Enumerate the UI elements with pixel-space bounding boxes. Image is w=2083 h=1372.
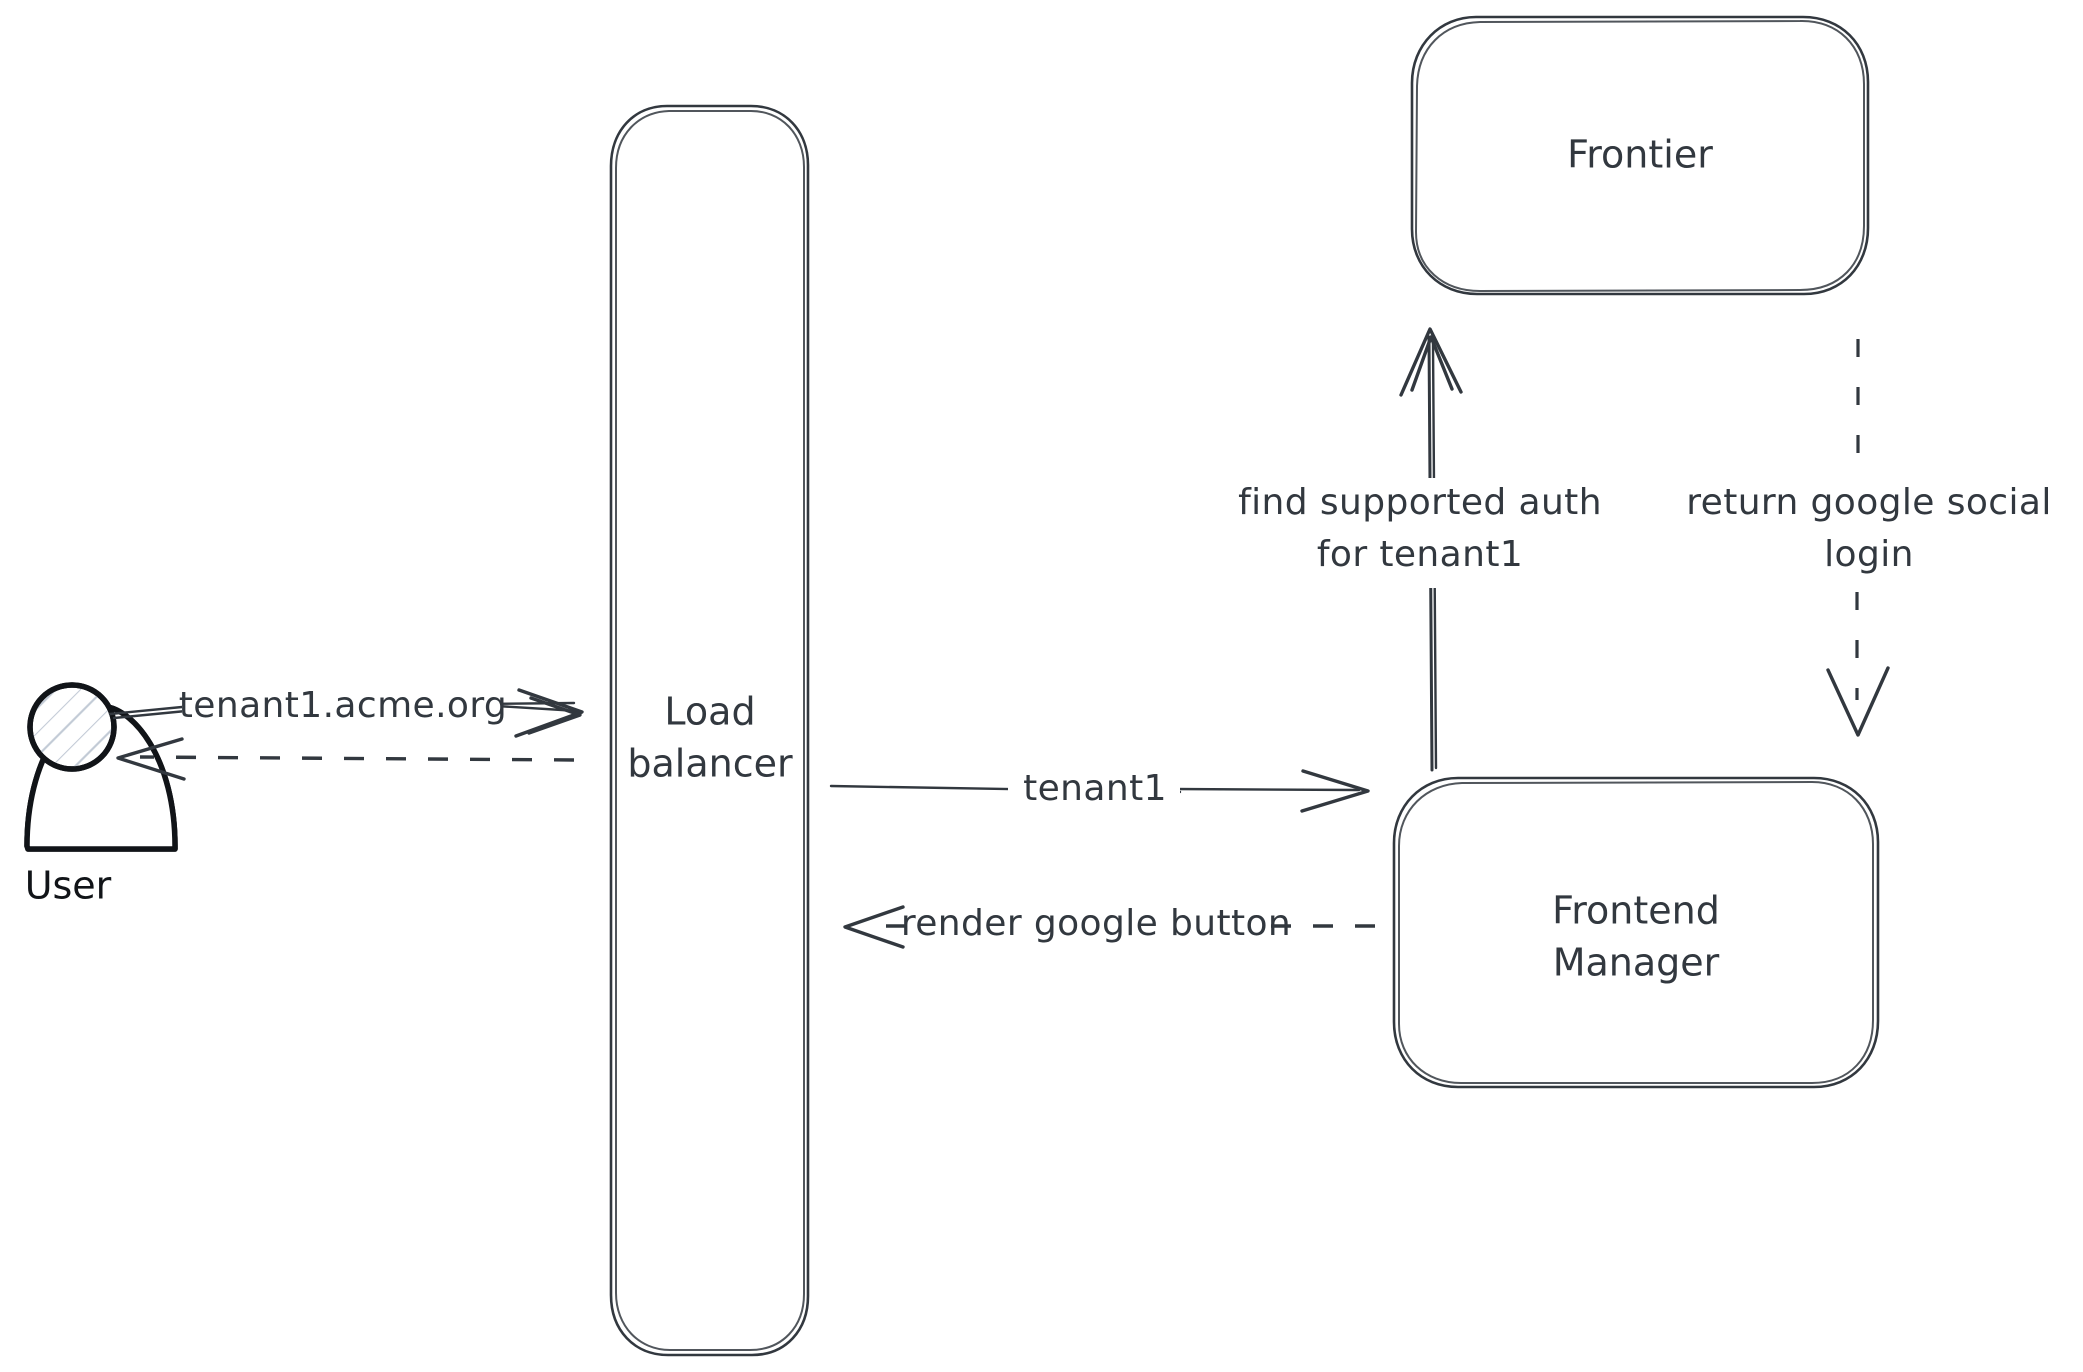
actor-user[interactable]: User	[20, 680, 190, 908]
edge-label-return-google-social-line1: return google social	[1686, 482, 2052, 523]
edge-label-return-google-social-line2: login	[1824, 534, 1914, 575]
node-load-balancer[interactable]: Load balancer	[609, 104, 810, 1357]
user-label: User	[25, 864, 112, 908]
edge-user-to-load-balancer[interactable]: tenant1.acme.org	[108, 678, 584, 738]
edge-label-tenant1: tenant1	[1023, 768, 1167, 809]
node-frontier[interactable]: Frontier	[1410, 15, 1870, 296]
edge-load-balancer-to-frontend-manager[interactable]: tenant1	[829, 765, 1370, 815]
frontier-label: Frontier	[1567, 133, 1713, 177]
node-frontend-manager[interactable]: Frontend Manager	[1392, 776, 1880, 1089]
edge-label-find-supported-auth-line1: find supported auth	[1238, 482, 1602, 523]
frontend-manager-label-line2: Manager	[1553, 941, 1720, 985]
load-balancer-label-line1: Load	[664, 690, 755, 734]
load-balancer-label-line2: balancer	[627, 742, 793, 786]
edge-frontier-to-frontend-manager[interactable]: return google social login	[1661, 339, 2079, 737]
edge-frontend-manager-to-frontier[interactable]: find supported auth for tenant1	[1215, 327, 1627, 772]
edge-label-find-supported-auth-line2: for tenant1	[1317, 534, 1523, 575]
edge-label-tenant1-acme-org: tenant1.acme.org	[179, 685, 507, 726]
edge-load-balancer-to-user[interactable]	[116, 737, 575, 781]
edge-frontend-manager-to-load-balancer[interactable]: render google button	[843, 903, 1375, 949]
frontend-manager-label-line1: Frontend	[1552, 889, 1720, 933]
edge-label-render-google-button: render google button	[901, 903, 1291, 944]
